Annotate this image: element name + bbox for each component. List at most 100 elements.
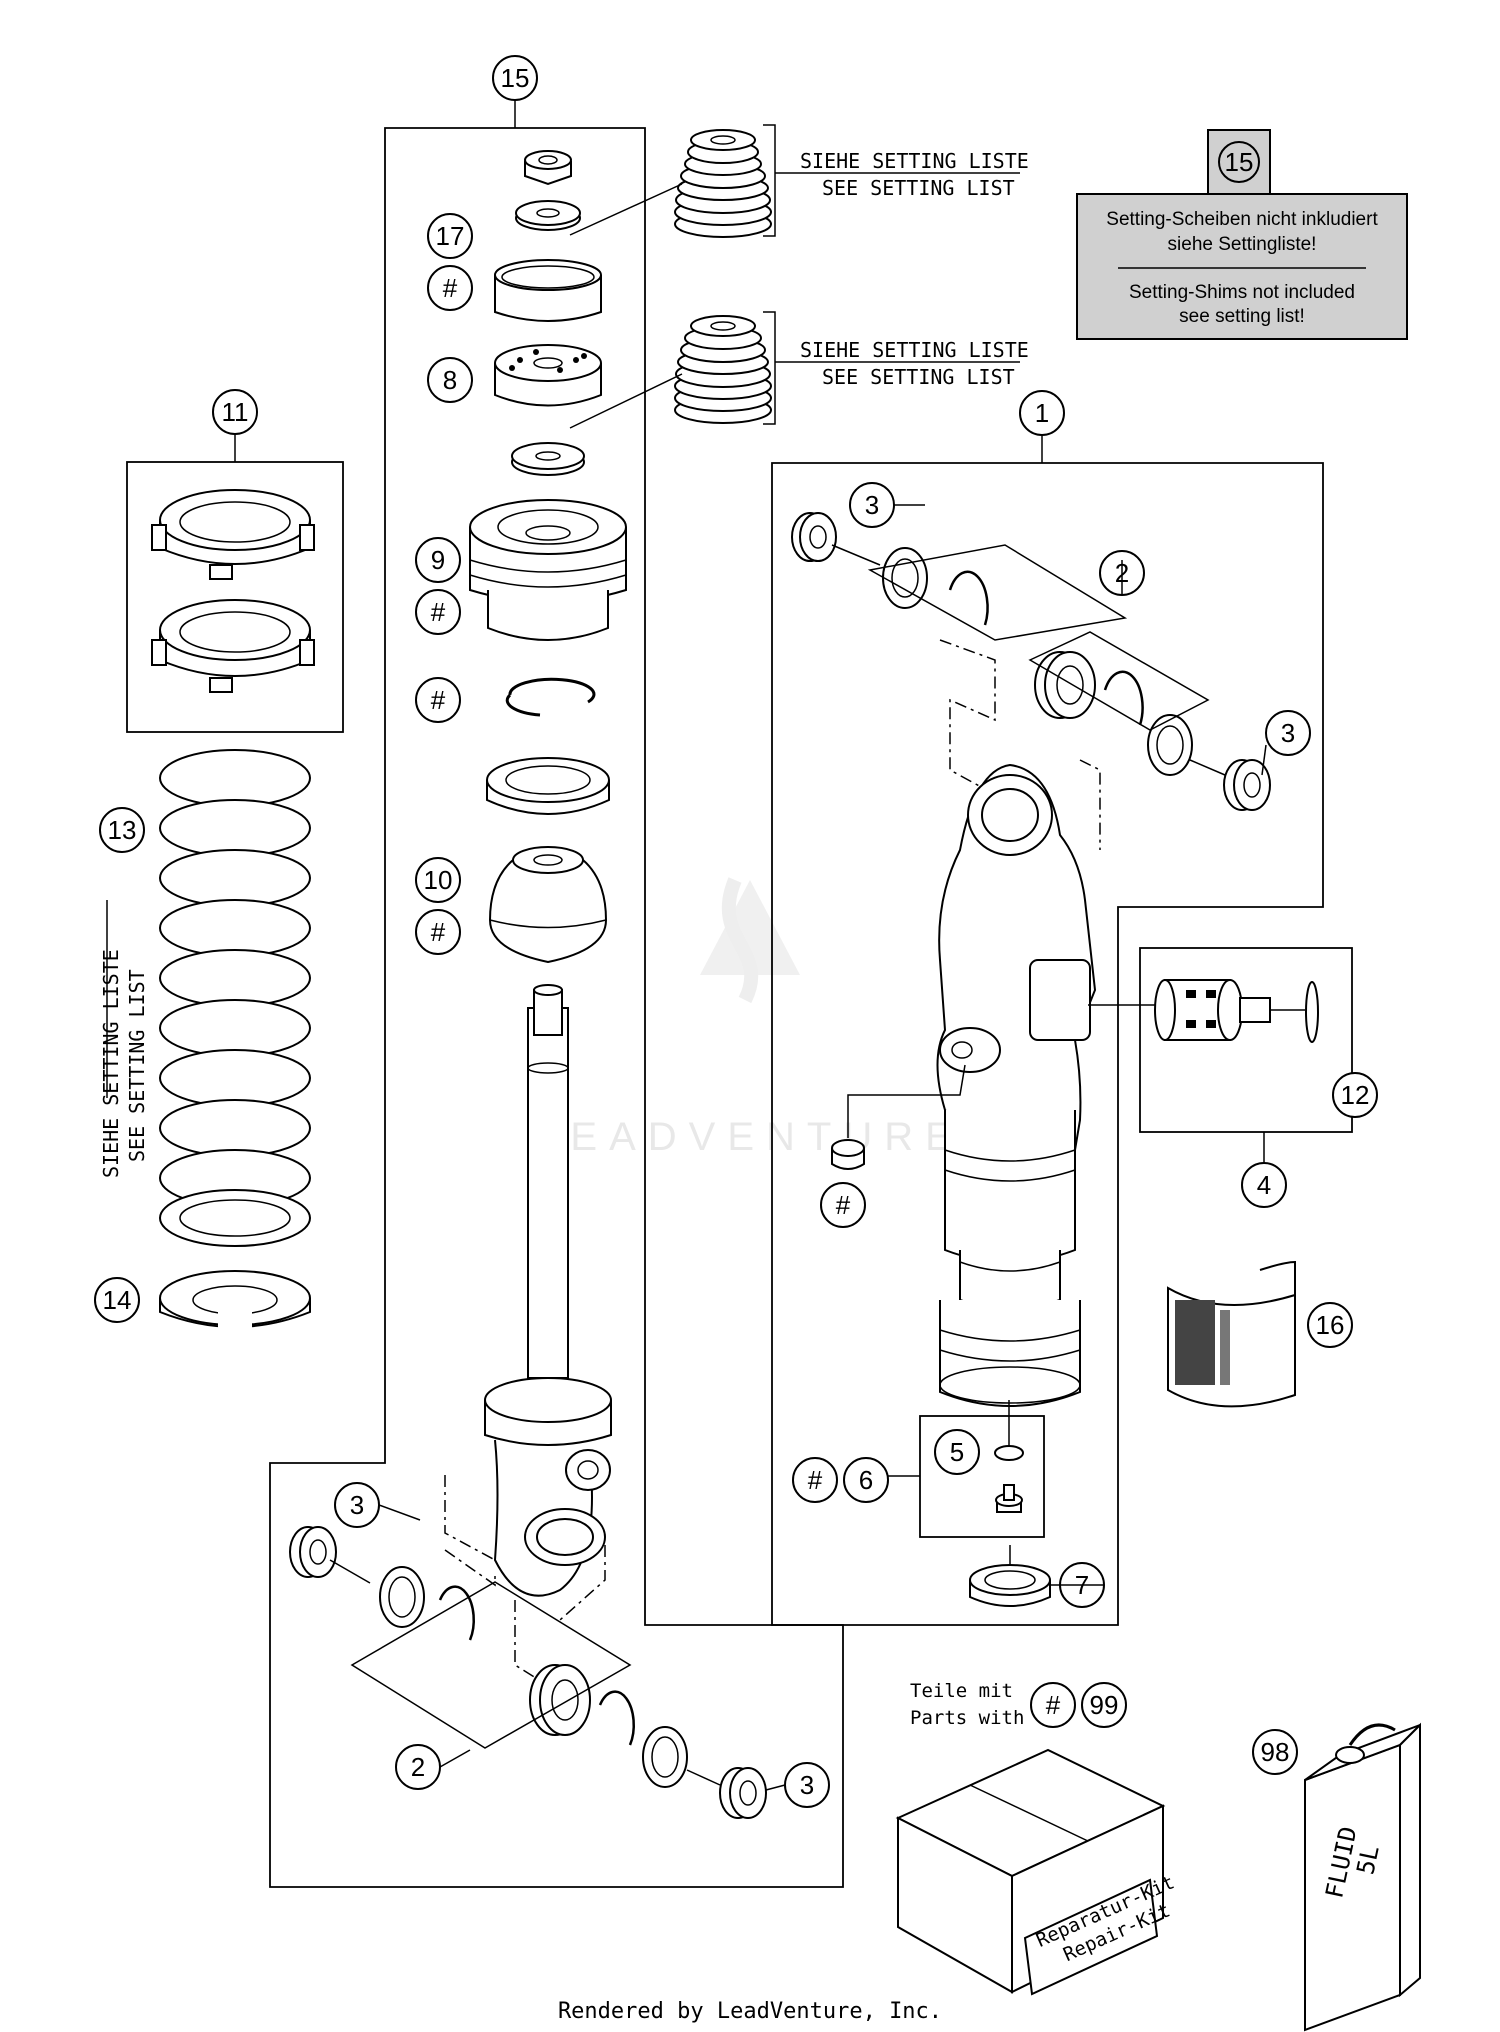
svg-text:#: # xyxy=(431,597,446,627)
svg-text:10: 10 xyxy=(424,865,453,895)
callout-2-bottom: 2 xyxy=(395,1744,441,1790)
svg-text:14: 14 xyxy=(103,1285,132,1315)
warning-sticker-16 xyxy=(1167,1260,1296,1408)
callout-3-d: 3 xyxy=(784,1762,830,1808)
svg-text:3: 3 xyxy=(865,490,879,520)
watermark-text: LEADVENTURE xyxy=(536,1115,964,1159)
svg-text:1: 1 xyxy=(1035,398,1049,428)
callout-1: 1 xyxy=(1019,390,1065,436)
spring-nut-lower xyxy=(151,599,315,693)
setting-label-lower-1: SIEHE SETTING LISTE xyxy=(800,338,1029,362)
svg-text:3: 3 xyxy=(350,1490,364,1520)
callout-15-top: 15 xyxy=(492,55,538,101)
repair-kit-box: Reparatur-Kit Repair-Kit xyxy=(895,1748,1178,1996)
note-de-line2: siehe Settingliste! xyxy=(1168,234,1317,255)
callout-4: 4 xyxy=(1241,1162,1287,1208)
callout-3-b: 3 xyxy=(1265,710,1311,756)
piston-rod xyxy=(527,984,569,1379)
bleed-screw-6 xyxy=(995,1484,1023,1513)
note-box: 15 Setting-Scheiben nicht inkludiert sie… xyxy=(1076,129,1408,340)
svg-text:99: 99 xyxy=(1090,1690,1119,1720)
svg-text:#: # xyxy=(808,1465,823,1495)
spring-nut-upper xyxy=(151,489,315,580)
svg-text:16: 16 xyxy=(1316,1310,1345,1340)
svg-text:3: 3 xyxy=(1281,718,1295,748)
callout-5: 5 xyxy=(934,1429,980,1475)
setting-label-spring-2: SEE SETTING LIST xyxy=(125,969,149,1162)
note-en-line1: Setting-Shims not included xyxy=(1129,282,1355,303)
parts-with-line1: Teile mit xyxy=(910,1680,1013,1702)
retainer-ring xyxy=(486,757,610,815)
callout-11: 11 xyxy=(212,389,258,435)
callout-17: 17 xyxy=(427,213,473,259)
callout-hash-9: # xyxy=(415,589,461,635)
bushing-17 xyxy=(494,259,602,322)
frame-5 xyxy=(919,1415,1045,1538)
callout-9: 9 xyxy=(415,537,461,583)
fluid-label-2: 5L xyxy=(1351,1843,1384,1877)
callout-99: 99 xyxy=(1081,1682,1127,1728)
svg-text:9: 9 xyxy=(431,545,445,575)
shock-body xyxy=(936,763,1097,1407)
svg-text:#: # xyxy=(443,273,458,303)
watermark: LEADVENTURE xyxy=(536,877,964,1159)
frame-4 xyxy=(1139,947,1353,1133)
svg-text:2: 2 xyxy=(411,1752,425,1782)
callout-14: 14 xyxy=(94,1277,140,1323)
callout-10: 10 xyxy=(415,857,461,903)
fluid-can: FLUID 5L xyxy=(1304,1722,1421,2032)
svg-text:13: 13 xyxy=(108,815,137,845)
setting-label-spring-1: SIEHE SETTING LISTE xyxy=(99,949,123,1178)
leader-lines xyxy=(378,504,1267,1791)
assembly-frame-15 xyxy=(269,127,844,1888)
seal-head-9 xyxy=(469,499,627,641)
note-en-line2: see setting list! xyxy=(1179,306,1305,327)
setting-label-upper-1: SIEHE SETTING LISTE xyxy=(800,149,1029,173)
piston-8 xyxy=(494,344,602,407)
lower-bearing-set xyxy=(289,1526,767,1819)
svg-text:4: 4 xyxy=(1257,1170,1271,1200)
footer-credit: Rendered by LeadVenture, Inc. xyxy=(558,1999,942,2024)
parts-with-line2: Parts with xyxy=(910,1707,1024,1729)
callout-hash-10: # xyxy=(415,909,461,955)
washer-top xyxy=(515,200,581,231)
svg-text:#: # xyxy=(1046,1690,1061,1720)
callout-hash-clip: # xyxy=(415,677,461,723)
callout-hash-99: # xyxy=(1030,1682,1076,1728)
callout-98: 98 xyxy=(1252,1729,1298,1775)
cap-7 xyxy=(969,1545,1051,1607)
shim-stack-lower xyxy=(674,315,772,424)
callout-13: 13 xyxy=(99,807,145,853)
svg-text:17: 17 xyxy=(436,221,465,251)
callout-12: 12 xyxy=(1332,1072,1378,1118)
svg-text:#: # xyxy=(431,685,446,715)
svg-text:3: 3 xyxy=(800,1770,814,1800)
compression-valve xyxy=(1088,979,1319,1043)
note-de-line1: Setting-Scheiben nicht inkludiert xyxy=(1106,209,1378,230)
callout-6: 6 xyxy=(843,1457,889,1503)
callout-hash-bleed: # xyxy=(820,1182,866,1228)
svg-text:12: 12 xyxy=(1341,1080,1370,1110)
svg-text:15: 15 xyxy=(501,63,530,93)
svg-text:11: 11 xyxy=(222,397,249,427)
callout-8: 8 xyxy=(427,357,473,403)
upper-bearing-set xyxy=(791,512,1271,811)
svg-text:5: 5 xyxy=(950,1437,964,1467)
svg-text:6: 6 xyxy=(859,1465,873,1495)
setting-label-lower-2: SEE SETTING LIST xyxy=(822,365,1015,389)
svg-text:8: 8 xyxy=(443,365,457,395)
svg-text:#: # xyxy=(431,917,446,947)
setting-label-upper-2: SEE SETTING LIST xyxy=(822,176,1015,200)
rod-nut xyxy=(524,150,572,186)
washer-mid xyxy=(511,442,585,476)
callout-hash-17: # xyxy=(427,265,473,311)
svg-text:#: # xyxy=(836,1190,851,1220)
svg-text:98: 98 xyxy=(1261,1737,1290,1767)
callout-hash-6: # xyxy=(792,1457,838,1503)
shim-stack-upper xyxy=(674,129,772,238)
spring-seat-14 xyxy=(159,1270,311,1340)
callout-3-c: 3 xyxy=(334,1482,380,1528)
bump-rubber-10 xyxy=(488,846,608,964)
